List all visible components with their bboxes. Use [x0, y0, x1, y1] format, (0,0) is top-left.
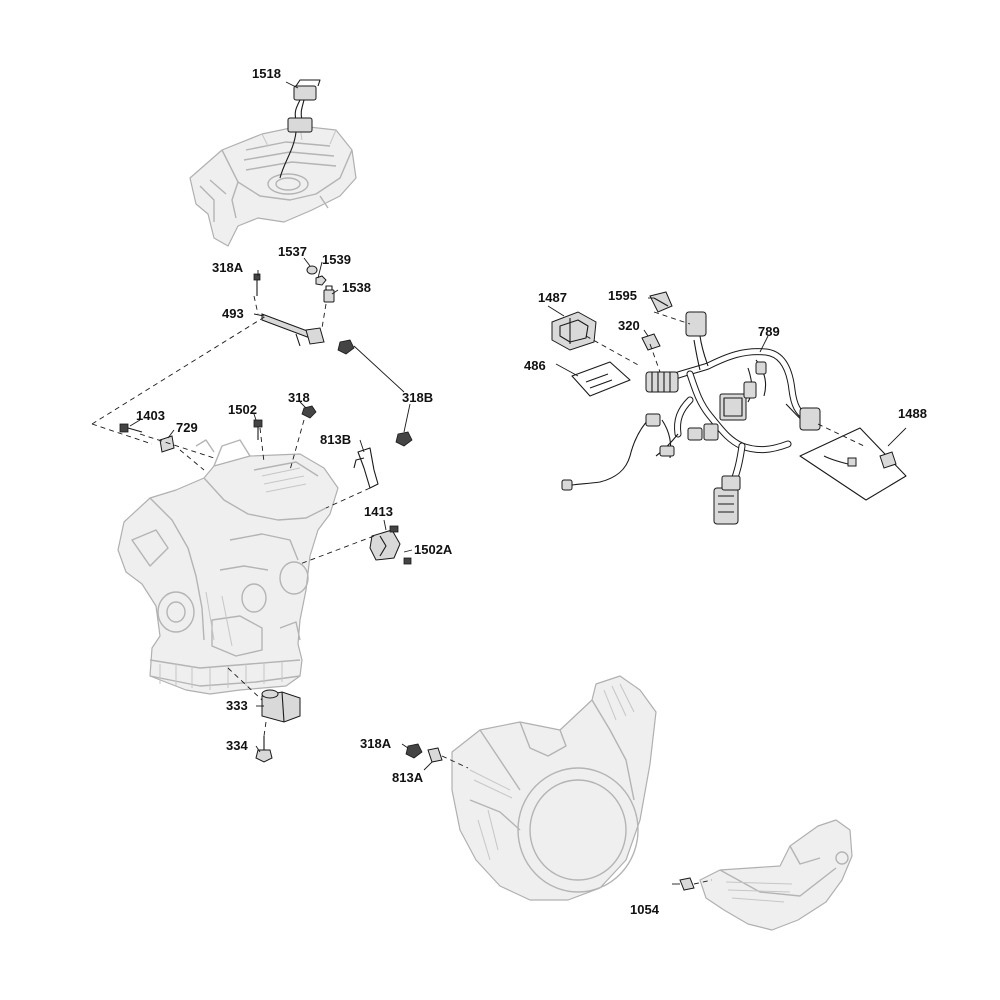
part-1054-clip: [679, 877, 695, 891]
callout-729: 729: [176, 420, 198, 435]
callout-1487: 1487: [538, 290, 567, 305]
callout-1518: 1518: [252, 66, 281, 81]
part-729-plate: [159, 435, 175, 453]
callout-493: 493: [222, 306, 244, 321]
callout-labels: 1518 1537 1539 318A 1538 493 1487 1595 3…: [136, 66, 927, 917]
leader-lines: [129, 81, 907, 885]
side-shroud: [699, 819, 853, 931]
callout-1488: 1488: [898, 406, 927, 421]
engine-block: [117, 439, 339, 695]
callout-318B: 318B: [402, 390, 433, 405]
callout-1538: 1538: [342, 280, 371, 295]
part-813B-clip: [353, 447, 379, 489]
part-789-wiring-harness: [561, 311, 821, 525]
part-1537-washer: [306, 265, 318, 275]
part-813A-spacer: [427, 747, 443, 763]
part-1518-sensor: [279, 79, 321, 179]
part-333-sensor: [261, 689, 301, 723]
part-318B-nut-lower: [395, 431, 413, 447]
engine-top-cover: [189, 125, 357, 247]
guide-line-right: [585, 335, 641, 367]
part-1413-sensor: [369, 525, 401, 561]
callout-318A-top: 318A: [212, 260, 244, 275]
part-1502A-bolt: [403, 557, 412, 565]
part-1595-connector: [649, 291, 673, 313]
part-1539-nut: [315, 275, 327, 286]
part-318A-top-bolt: [253, 273, 261, 296]
part-1403-bolt: [119, 423, 143, 433]
part-1538-clip: [323, 285, 335, 303]
callout-1054: 1054: [630, 902, 660, 917]
callout-1502: 1502: [228, 402, 257, 417]
part-320-relay: [641, 333, 661, 351]
callout-813B: 813B: [320, 432, 351, 447]
part-318A-bottom-nut: [405, 743, 423, 759]
part-486-kit: [571, 361, 631, 397]
part-1502-bolt: [253, 419, 263, 440]
callout-1595: 1595: [608, 288, 637, 303]
blower-housing: [451, 675, 657, 901]
part-334-bolt: [255, 736, 273, 763]
part-1488-kit: [799, 427, 907, 501]
guide-line-top-left: [91, 315, 267, 425]
callout-789: 789: [758, 324, 780, 339]
callout-318: 318: [288, 390, 310, 405]
callout-486: 486: [524, 358, 546, 373]
callout-1502A: 1502A: [414, 542, 453, 557]
callout-334: 334: [226, 738, 248, 753]
callout-333: 333: [226, 698, 248, 713]
callout-813A: 813A: [392, 770, 424, 785]
callout-1539: 1539: [322, 252, 351, 267]
callout-1413: 1413: [364, 504, 393, 519]
callout-318A-bottom: 318A: [360, 736, 392, 751]
callout-1403: 1403: [136, 408, 165, 423]
part-318B-nut-upper: [337, 339, 355, 355]
part-493-bracket: [261, 313, 325, 347]
callout-1537: 1537: [278, 244, 307, 259]
callout-320: 320: [618, 318, 640, 333]
part-1487-module: [551, 311, 597, 351]
part-318-nut: [301, 405, 317, 419]
